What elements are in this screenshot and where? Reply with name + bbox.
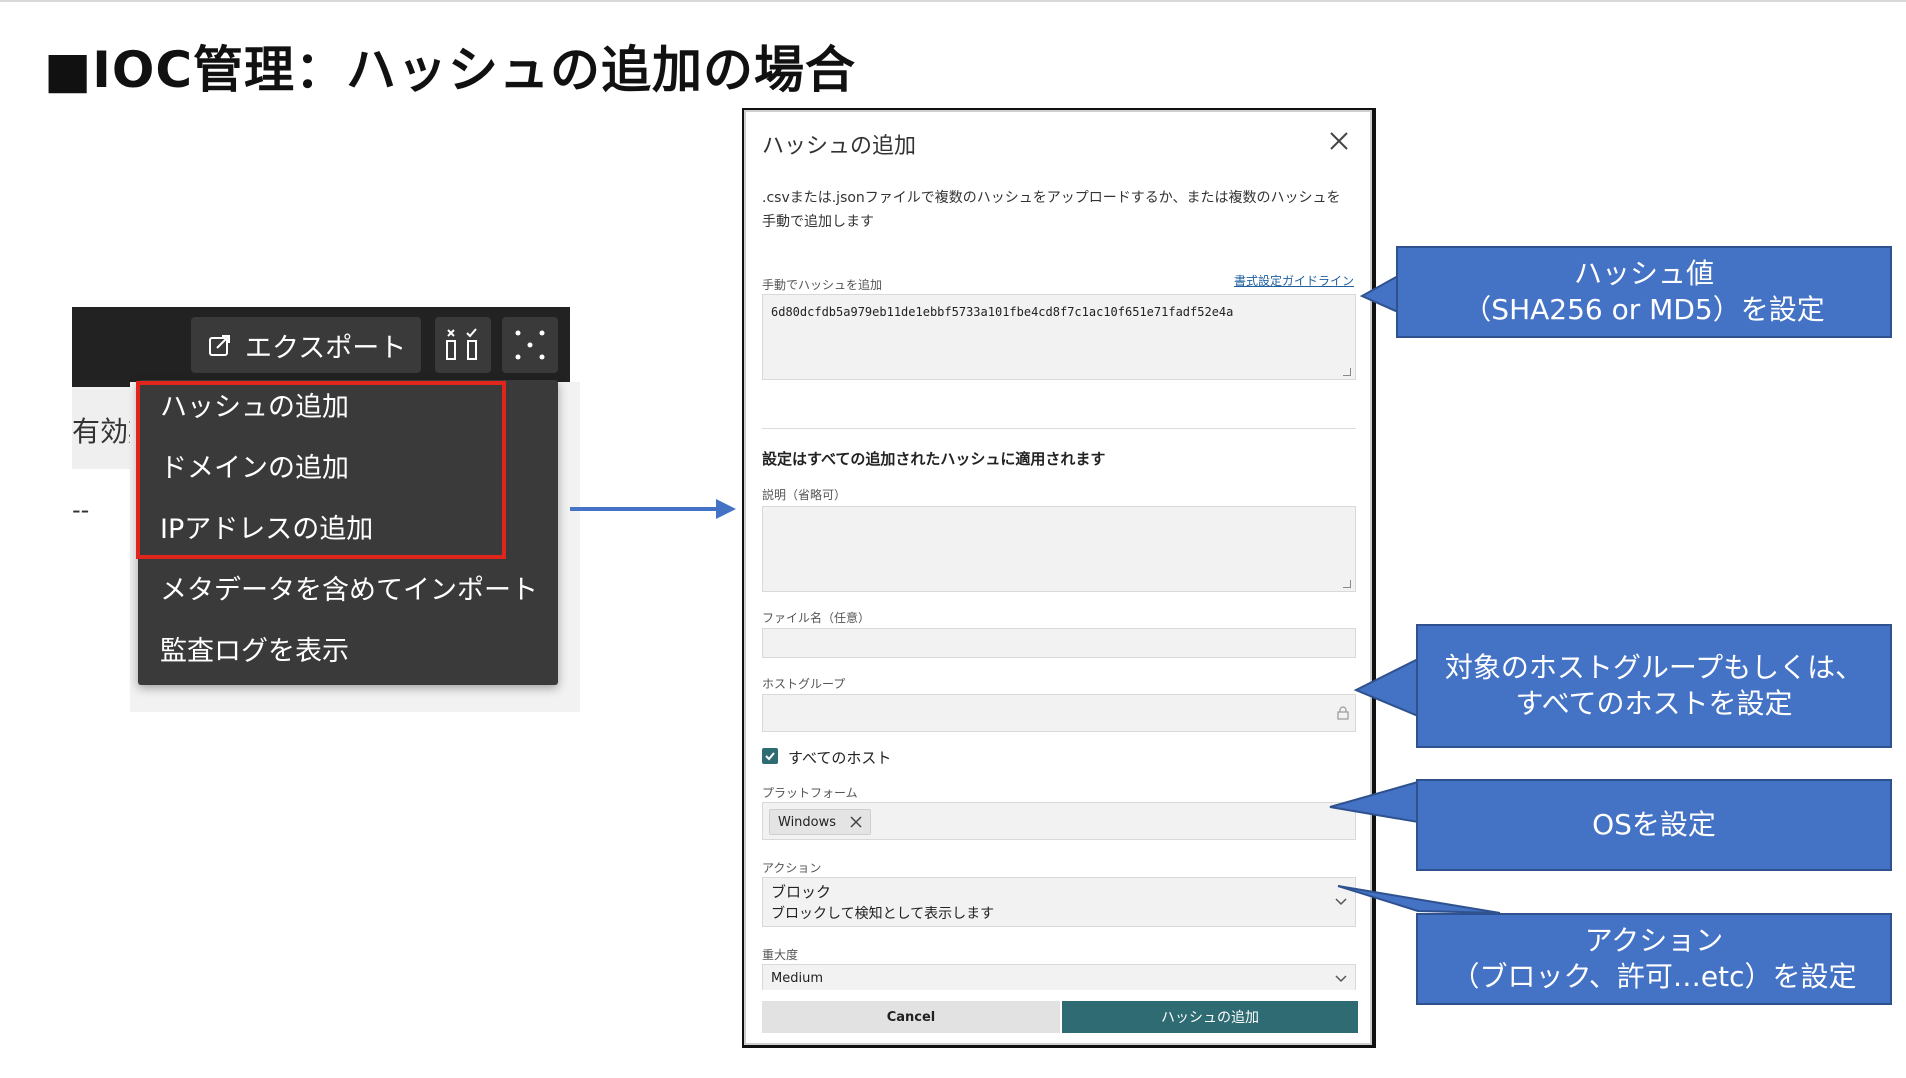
close-icon[interactable] [1324,126,1354,156]
cancel-button[interactable]: Cancel [762,1001,1060,1033]
action-sub: ブロックして検知として表示します [771,906,995,922]
os-callout-tail [1329,780,1419,824]
filename-input[interactable] [762,628,1356,658]
action-callout-line1: アクション [1584,924,1724,957]
hostgroup-label: ホストグループ [762,677,846,691]
platform-select[interactable]: Windows [762,802,1356,840]
dialog-description: .csvまたは.jsonファイルで複数のハッシュをアップロードするか、または複数… [762,190,1341,230]
host-callout-line2: すべてのホストを設定 [1515,687,1793,720]
export-button[interactable]: エクスポート [191,317,421,373]
checkmark-icon [765,752,775,761]
description-label: 説明（省略可） [762,488,847,502]
hash-callout-tail [1359,274,1399,314]
divider [762,428,1356,429]
flow-arrow-head [716,499,736,519]
filename-label: ファイル名（任意） [762,611,871,625]
manual-hash-label: 手動でハッシュを追加 [762,278,883,292]
menu-item-add-hash[interactable]: ハッシュの追加 [160,392,349,423]
action-select[interactable]: ブロック ブロックして検知として表示します [762,877,1356,927]
os-callout-text: OSを設定 [1592,808,1716,841]
action-callout-tail [1337,885,1501,914]
add-hash-dialog: ハッシュの追加 .csvまたは.jsonファイルで複数のハッシュをアップロードす… [744,110,1372,1045]
menu-item-audit-log[interactable]: 監査ログを表示 [160,636,349,667]
dots-icon [515,330,545,360]
resize-handle-icon[interactable] [1343,580,1351,588]
hash-callout-line2: （SHA256 or MD5）を設定 [1463,293,1825,326]
columns-select-button[interactable] [435,317,491,373]
add-dropdown-menu: ハッシュの追加 ドメインの追加 IPアドレスの追加 メタデータを含めてインポート… [138,380,558,685]
cell-placeholder: -- [72,496,90,524]
severity-value: Medium [771,971,823,986]
remove-chip-icon[interactable] [850,816,862,828]
all-hosts-checkbox[interactable] [762,748,778,764]
platform-chip: Windows [769,809,872,835]
export-icon [209,335,230,356]
menu-item-import-metadata[interactable]: メタデータを含めてインポート [160,575,538,606]
top-rule [0,0,1906,2]
platform-label: プラットフォーム [762,786,858,800]
dialog-title: ハッシュの追加 [762,134,917,159]
severity-label: 重大度 [762,948,799,962]
host-callout-tail [1353,657,1419,718]
add-hash-submit-button[interactable]: ハッシュの追加 [1062,1001,1358,1033]
lock-icon [1337,706,1349,720]
host-callout: 対象のホストグループもしくは、 すべてのホストを設定 [1416,624,1892,748]
action-value: ブロック [771,883,832,901]
hash-callout-line1: ハッシュ値 [1573,257,1714,290]
hash-callout: ハッシュ値 （SHA256 or MD5）を設定 [1396,246,1892,338]
highlight-box [136,381,506,559]
all-hosts-label: すべてのホスト [788,749,892,767]
action-callout: アクション （ブロック、許可…etc）を設定 [1416,913,1892,1005]
hostgroup-select[interactable] [762,694,1356,732]
severity-select[interactable]: Medium [762,964,1356,990]
resize-handle-icon[interactable] [1343,368,1351,376]
action-label: アクション [762,861,822,875]
hash-textarea[interactable]: 6d80dcfdb5a979eb11de1ebbf5733a101fbe4cd8… [762,294,1356,380]
columns-select-icon [446,328,477,360]
menu-item-add-ip[interactable]: IPアドレスの追加 [160,514,374,545]
chevron-down-icon [1335,898,1347,906]
hash-value: 6d80dcfdb5a979eb11de1ebbf5733a101fbe4cd8… [771,305,1234,319]
host-callout-line1: 対象のホストグループもしくは、 [1444,651,1864,684]
flow-arrow [570,507,720,511]
platform-chip-label: Windows [778,814,837,830]
os-callout: OSを設定 [1416,779,1892,871]
menu-item-add-domain[interactable]: ドメインの追加 [160,453,349,484]
action-callout-line2: （ブロック、許可…etc）を設定 [1451,960,1857,993]
chevron-down-icon [1335,975,1347,983]
description-textarea[interactable] [762,506,1356,592]
export-label: エクスポート [245,332,407,364]
settings-heading: 設定はすべての追加されたハッシュに適用されます [762,450,1106,468]
more-options-button[interactable] [502,317,558,373]
slide-title: ■IOC管理：ハッシュの追加の場合 [44,41,857,99]
format-guideline-link[interactable]: 書式設定ガイドライン [1233,274,1354,288]
